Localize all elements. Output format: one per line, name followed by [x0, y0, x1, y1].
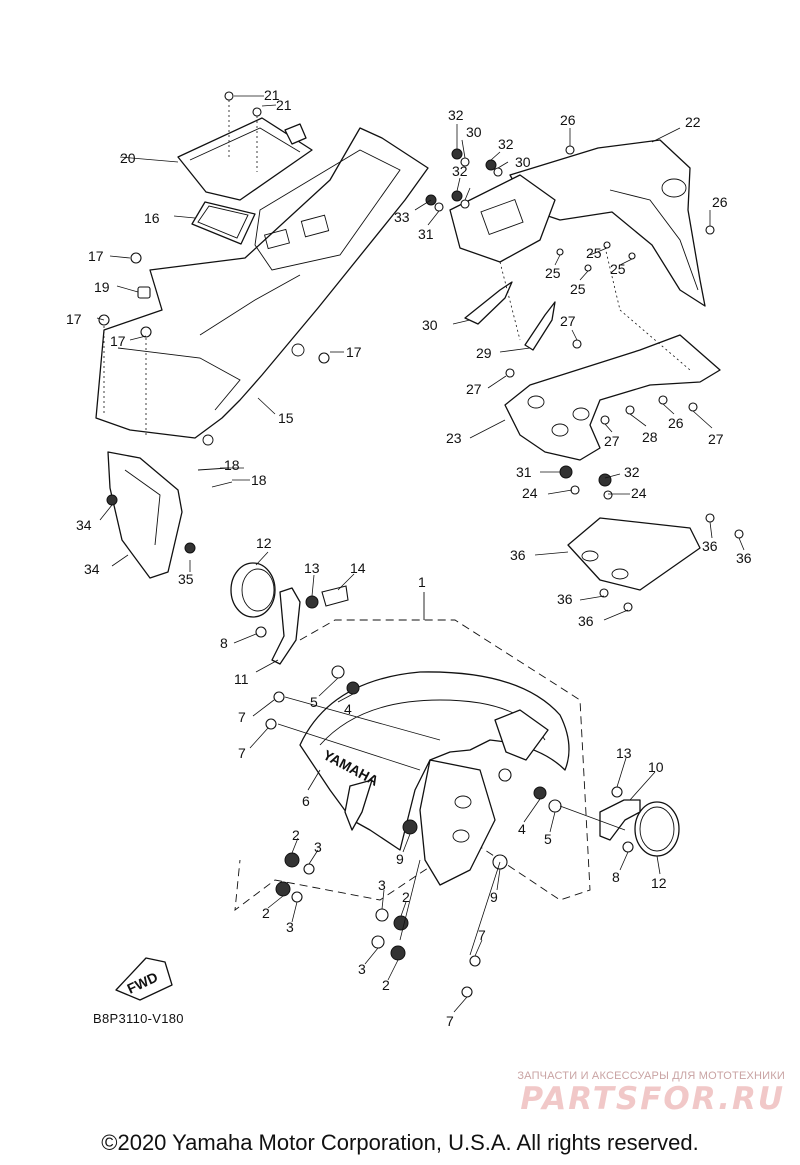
callout-label: 32: [452, 163, 468, 179]
callout-label: 31: [516, 464, 532, 480]
callout-label: 7: [238, 745, 246, 761]
callout-label: 24: [631, 485, 647, 501]
callout-label: 31: [418, 226, 434, 242]
callout-label: 8: [612, 869, 620, 885]
callout-leaders: [96, 95, 745, 1013]
copyright-notice: ©2020 Yamaha Motor Corporation, U.S.A. A…: [101, 1130, 699, 1155]
callout-label: 26: [712, 194, 728, 210]
callout-label: 9: [490, 889, 498, 905]
callout-label: 25: [545, 265, 561, 281]
callout-label: 5: [544, 831, 552, 847]
watermark: ЗАПЧАСТИ И АКСЕССУАРЫ ДЛЯ МОТОТЕХНИКИ PA…: [485, 1070, 785, 1116]
callout-label: 18: [224, 457, 240, 473]
callout-label: 36: [557, 591, 573, 607]
callout-label: 27: [708, 431, 724, 447]
callout-label: 11: [234, 671, 249, 687]
callout-numbers: 1 2 2 2 2 3 3 3 3 4 4 5 5 6 7 7 7 7 8 8 …: [66, 87, 752, 1029]
callout-label: 8: [220, 635, 228, 651]
callout-label: 27: [466, 381, 482, 397]
watermark-brand-logo: PARTSFOR.RU: [520, 1081, 785, 1117]
callout-label: 3: [286, 919, 294, 935]
callout-label: 2: [382, 977, 390, 993]
rear-cover-assembly-drawing: [425, 139, 744, 612]
callout-label: 19: [94, 279, 110, 295]
callout-label: 28: [642, 429, 658, 445]
callout-label: 32: [624, 464, 640, 480]
callout-label: 34: [76, 517, 92, 533]
callout-label: 4: [518, 821, 526, 837]
callout-label: 35: [178, 571, 194, 587]
callout-label: 14: [350, 560, 366, 576]
callout-label: 24: [522, 485, 538, 501]
callout-label: 22: [685, 114, 701, 130]
catalog-code: B8P3110-V180: [93, 1011, 184, 1026]
callout-label: 29: [476, 345, 492, 361]
callout-label: 20: [120, 150, 136, 166]
callout-label: 17: [110, 333, 126, 349]
callout-label: 32: [448, 107, 464, 123]
callout-label: 7: [478, 927, 486, 943]
callout-label: 26: [668, 415, 684, 431]
callout-label: 12: [651, 875, 667, 891]
callout-label: 7: [446, 1013, 454, 1029]
callout-label: 13: [616, 745, 632, 761]
callout-label: 33: [394, 209, 410, 225]
callout-label: 17: [66, 311, 82, 327]
callout-label: 15: [278, 410, 294, 426]
callout-label: 36: [578, 613, 594, 629]
watermark-tagline: ЗАПЧАСТИ И АКСЕССУАРЫ ДЛЯ МОТОТЕХНИКИ: [517, 1070, 785, 1082]
callout-label: 30: [515, 154, 531, 170]
callout-label: 21: [276, 97, 292, 113]
callout-label: 6: [302, 793, 310, 809]
callout-label: 36: [702, 538, 718, 554]
rear-fender-assembly-drawing: [95, 91, 429, 579]
callout-label: 7: [238, 709, 246, 725]
callout-label: 9: [396, 851, 404, 867]
callout-label: 1: [418, 574, 426, 590]
callout-label: 5: [310, 694, 318, 710]
callout-label: 12: [256, 535, 272, 551]
exploded-parts-diagram: YAMAHA FWD: [66, 87, 752, 1029]
callout-label: 25: [610, 261, 626, 277]
callout-label: 2: [402, 889, 410, 905]
callout-label: 36: [736, 550, 752, 566]
callout-label: 17: [346, 344, 362, 360]
callout-label: 10: [648, 759, 664, 775]
callout-label: 3: [378, 877, 386, 893]
callout-label: 34: [84, 561, 100, 577]
callout-label: 13: [304, 560, 320, 576]
callout-label: 3: [314, 839, 322, 855]
callout-label: 30: [422, 317, 438, 333]
callout-label: 4: [344, 701, 352, 717]
callout-label: 27: [560, 313, 576, 329]
callout-label: 30: [466, 124, 482, 140]
callout-label: 25: [570, 281, 586, 297]
callout-label: 2: [292, 827, 300, 843]
callout-label: 26: [560, 112, 576, 128]
callout-label: 32: [498, 136, 514, 152]
callout-label: 25: [586, 245, 602, 261]
callout-label: 2: [262, 905, 270, 921]
callout-label: 18: [251, 472, 267, 488]
callout-label: 16: [144, 210, 160, 226]
front-fender-assembly-drawing: [115, 562, 680, 1001]
callout-label: 17: [88, 248, 104, 264]
callout-label: 36: [510, 547, 526, 563]
callout-label: 21: [264, 87, 280, 103]
callout-label: 27: [604, 433, 620, 449]
callout-label: 3: [358, 961, 366, 977]
callout-label: 23: [446, 430, 462, 446]
